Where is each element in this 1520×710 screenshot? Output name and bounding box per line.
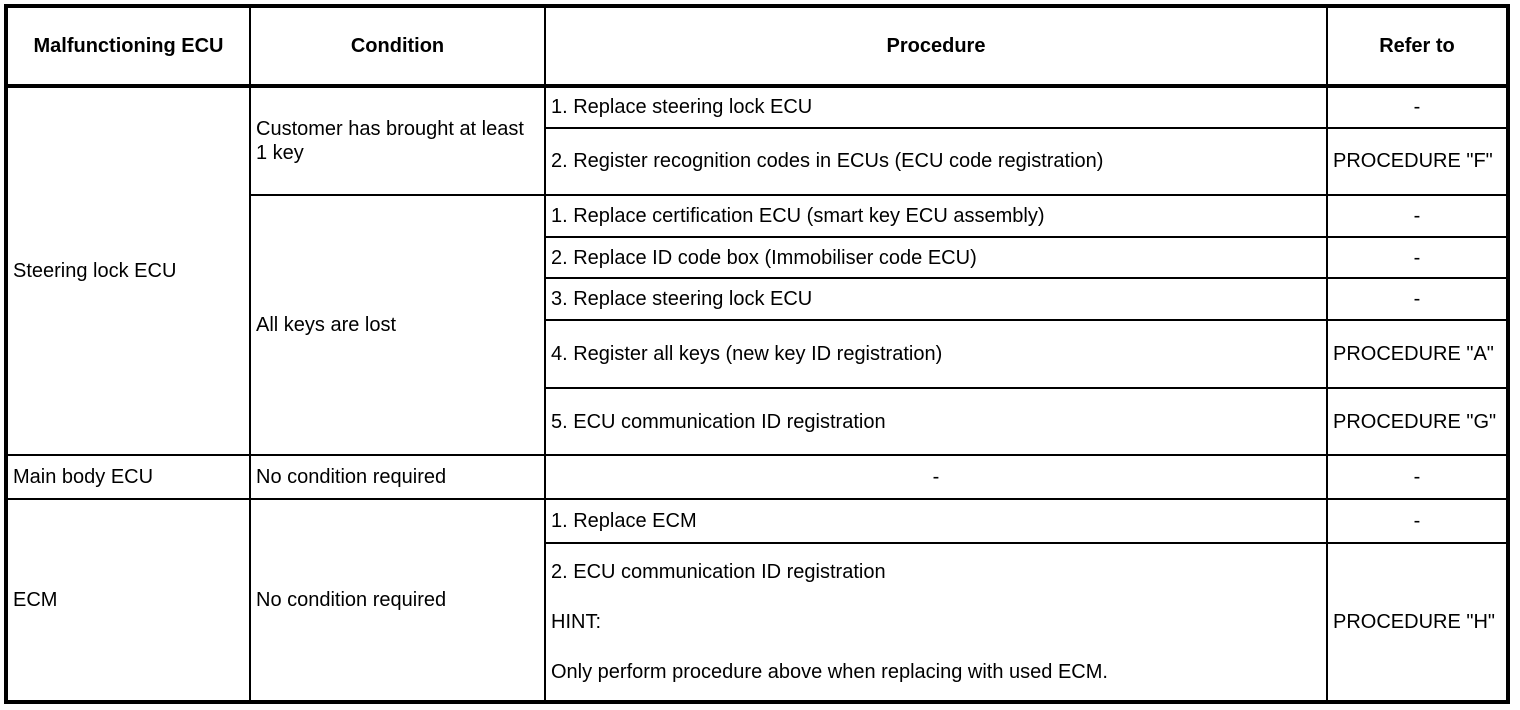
refer-cell: - bbox=[1326, 235, 1509, 280]
refer-cell: - bbox=[1326, 194, 1509, 238]
procedure-cell: 1. Replace ECM bbox=[544, 498, 1328, 544]
condition-cell-all-keys-lost: All keys are lost bbox=[249, 194, 546, 457]
refer-cell: PROCEDURE "H" bbox=[1326, 541, 1509, 704]
table-row: 5. ECU communication ID registration PRO… bbox=[6, 386, 1509, 457]
procedure-cell: 5. ECU communication ID registration bbox=[544, 386, 1328, 457]
table-row: 4. Register all keys (new key ID registr… bbox=[6, 319, 1509, 389]
hint-label: HINT: bbox=[551, 610, 601, 633]
refer-cell: - bbox=[1326, 277, 1509, 322]
header-procedure: Procedure bbox=[544, 5, 1328, 88]
table-row: 2. Replace ID code box (Immobiliser code… bbox=[6, 235, 1509, 280]
ecu-cell-main-body: Main body ECU bbox=[5, 454, 251, 500]
procedure-cell: 1. Replace steering lock ECU bbox=[544, 85, 1328, 129]
procedure-cell-with-hint: 2. ECU communication ID registration HIN… bbox=[544, 541, 1328, 704]
table-row: 2. Register recognition codes in ECUs (E… bbox=[6, 126, 1509, 197]
procedure-table-container: Malfunctioning ECU Condition Procedure R… bbox=[4, 4, 1510, 704]
header-malfunctioning-ecu: Malfunctioning ECU bbox=[5, 5, 251, 88]
header-row: Malfunctioning ECU Condition Procedure R… bbox=[5, 5, 1509, 88]
refer-cell: - bbox=[1326, 498, 1509, 544]
header-condition: Condition bbox=[249, 5, 546, 88]
procedure-cell: 2. Register recognition codes in ECUs (E… bbox=[544, 126, 1328, 197]
refer-cell: - bbox=[1326, 85, 1509, 129]
hint-text: Only perform procedure above when replac… bbox=[551, 660, 1108, 683]
refer-cell: - bbox=[1326, 454, 1509, 500]
table-row: All keys are lost 1. Replace certificati… bbox=[6, 194, 1509, 457]
ecu-replacement-table: Malfunctioning ECU Condition Procedure R… bbox=[4, 4, 1510, 704]
procedure-cell: 4. Register all keys (new key ID registr… bbox=[544, 319, 1328, 389]
refer-cell: PROCEDURE "A" bbox=[1326, 319, 1509, 389]
table-row: Main body ECU No condition required - - bbox=[5, 454, 1509, 500]
condition-cell: No condition required bbox=[249, 498, 546, 703]
procedure-cell: 2. Replace ID code box (Immobiliser code… bbox=[544, 235, 1328, 280]
refer-cell: PROCEDURE "F" bbox=[1326, 126, 1509, 197]
procedure-cell: 1. Replace certification ECU (smart key … bbox=[544, 194, 1328, 238]
procedure-cell: 3. Replace steering lock ECU bbox=[544, 277, 1328, 322]
procedure-step-text: 2. ECU communication ID registration bbox=[551, 560, 886, 583]
table-row: 2. ECU communication ID registration HIN… bbox=[6, 541, 1509, 704]
table-row: ECM No condition required 1. Replace ECM… bbox=[5, 498, 1509, 703]
table-row: Steering lock ECU Customer has brought a… bbox=[5, 84, 1509, 457]
condition-cell: No condition required bbox=[249, 454, 546, 500]
ecu-cell-ecm: ECM bbox=[5, 498, 251, 703]
procedure-cell: - bbox=[544, 454, 1328, 500]
table-row: 3. Replace steering lock ECU - bbox=[6, 277, 1509, 322]
condition-cell-key-brought: Customer has brought at least 1 key bbox=[249, 84, 546, 197]
header-refer-to: Refer to bbox=[1326, 5, 1509, 88]
ecu-cell-steering-lock: Steering lock ECU bbox=[5, 84, 251, 457]
refer-cell: PROCEDURE "G" bbox=[1326, 386, 1509, 457]
